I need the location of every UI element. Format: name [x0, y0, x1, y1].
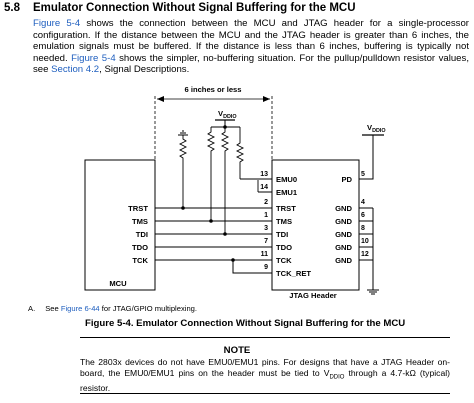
hdr-num-14: 14 [260, 184, 268, 191]
pullup-resistor-tdi [220, 127, 230, 234]
note-body: The 2803x devices do not have EMU0/EMU1 … [80, 357, 450, 394]
pulldown-resistor-trst [178, 130, 188, 208]
note-heading: NOTE [223, 345, 251, 356]
distance-label: 6 inches or less [185, 85, 242, 94]
hdr-pin-gnd-10: GND [335, 243, 352, 252]
hdr-pin-tck-ret: TCK_RET [276, 269, 311, 278]
section-number: 5.8 [4, 2, 20, 14]
section-title: Emulator Connection Without Signal Buffe… [33, 2, 356, 14]
hdr-pin-gnd-6: GND [335, 217, 352, 226]
header-left-pin-names: EMU0 EMU1 TRST TMS TDI TDO TCK TCK_RET [276, 175, 311, 278]
note-text-pre: The 2803x devices do not have EMU0/EMU1 … [80, 357, 450, 378]
vddio-right-label: VDDIO [367, 123, 386, 134]
mcu-pin-labels: TRST TMS TDI TDO TCK [128, 204, 148, 265]
hdr-pin-emu0: EMU0 [276, 175, 297, 184]
mcu-pin-trst: TRST [128, 204, 148, 213]
hdr-pin-tdi: TDI [276, 230, 288, 239]
note-text-sub: DDIO [329, 374, 345, 381]
wire-pd [359, 135, 374, 180]
hdr-num-5: 5 [361, 171, 365, 178]
vddio-left-main: V [218, 109, 224, 118]
vddio-right-sub: DDIO [372, 128, 385, 134]
hdr-num-7: 7 [264, 238, 268, 245]
intro-paragraph: Figure 5-4 shows the connection between … [33, 18, 469, 76]
mcu-title: MCU [109, 279, 127, 288]
hdr-num-3: 3 [264, 225, 268, 232]
hdr-pin-trst: TRST [276, 204, 296, 213]
hdr-num-6: 6 [361, 212, 365, 219]
gnd-wiring [359, 207, 379, 295]
mcu-pin-tms: TMS [132, 217, 148, 226]
figure-link-2[interactable]: Figure 5-4 [71, 52, 116, 64]
signal-lines [155, 178, 272, 274]
mcu-box [84, 159, 156, 291]
hdr-num-8: 8 [361, 225, 365, 232]
hdr-pin-emu1: EMU1 [276, 188, 298, 197]
jtag-header-box [271, 159, 360, 291]
header-right-pin-numbers: 5 4 6 8 10 12 [361, 171, 369, 258]
note-top-rule [80, 337, 450, 338]
hdr-num-2: 2 [264, 199, 268, 206]
figure-link[interactable]: Figure 5-4 [33, 18, 81, 29]
junction-tck [231, 258, 235, 262]
hdr-num-12: 12 [361, 251, 369, 258]
hdr-num-9: 9 [264, 264, 268, 271]
hdr-pin-gnd-12: GND [335, 256, 352, 265]
jtag-header-title: JTAG Header [289, 291, 337, 300]
hdr-pin-tck: TCK [276, 256, 292, 265]
figure-caption: Figure 5-4. Emulator Connection Without … [85, 318, 406, 329]
ground-symbol-right [367, 289, 379, 295]
pullup-resistor-emu0 [235, 127, 245, 179]
hdr-pin-pd: PD [341, 175, 352, 184]
hdr-num-4: 4 [361, 199, 365, 206]
intro-text-1: shows the connection between the MCU and… [33, 18, 469, 64]
mcu-pin-tck: TCK [132, 256, 148, 265]
note-bottom-rule [80, 393, 450, 394]
hdr-pin-tms: TMS [276, 217, 292, 226]
intro-text-2: shows the simpler, no-buffering situatio… [33, 52, 469, 76]
header-left-pin-numbers: 13 14 2 1 3 7 11 9 [260, 171, 268, 271]
footnote-figure-link[interactable]: Figure 6-44 [60, 304, 100, 313]
pullup-resistor-tms [206, 127, 216, 221]
header-right-pin-names: PD GND GND GND GND GND [335, 175, 352, 265]
section-link[interactable]: Section 4.2 [51, 64, 100, 76]
hdr-pin-tdo: TDO [276, 243, 292, 252]
vddio-left-sub: DDIO [223, 114, 236, 120]
footnote-letter: A. [28, 304, 36, 313]
footnote-post: for JTAG/GPIO multiplexing. [99, 304, 197, 313]
footnote: A. See Figure 6-44 for JTAG/GPIO multiple… [28, 304, 197, 313]
mcu-pin-tdi: TDI [136, 230, 148, 239]
wire-tck-ret [232, 260, 272, 274]
hdr-num-13: 13 [260, 171, 268, 178]
vddio-right-main: V [367, 123, 373, 132]
vddio-left-stem [211, 120, 240, 128]
intro-text-3: , Signal Descriptions. [99, 64, 190, 76]
footnote-pre: See [45, 304, 61, 313]
note-text-post: through a 4.7-kΩ (typical) resistor. [80, 367, 450, 393]
hdr-pin-gnd-8: GND [335, 230, 352, 239]
hdr-pin-gnd-4: GND [335, 204, 352, 213]
hdr-num-1: 1 [264, 212, 268, 219]
hdr-num-10: 10 [361, 238, 369, 245]
hdr-num-11: 11 [261, 251, 269, 258]
vddio-left-label: VDDIO [218, 109, 237, 120]
ground-symbol-trst [178, 130, 188, 136]
mcu-pin-tdo: TDO [132, 243, 148, 252]
